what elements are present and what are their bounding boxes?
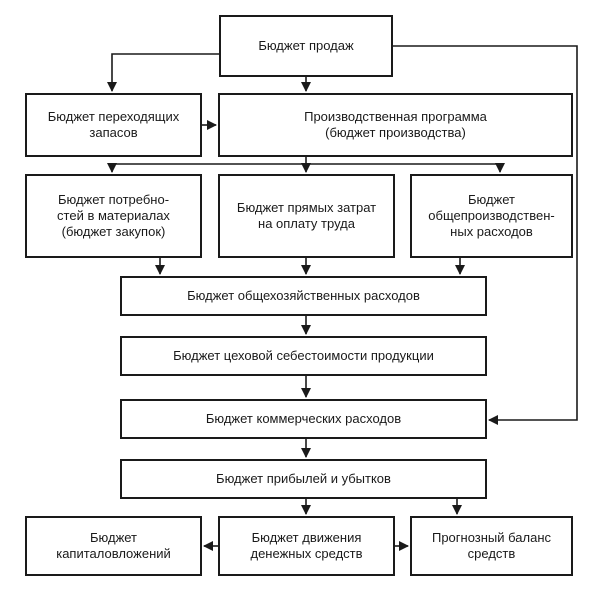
admin-expenses-budget-label: Бюджет общехозяйственных расходов <box>187 288 420 303</box>
commercial-expenses-budget-label: Бюджет коммерческих расходов <box>205 411 402 426</box>
capex-budget-label: Бюджет капиталовложений <box>56 530 171 561</box>
capex-budget-box: Бюджет капиталовложений <box>25 516 202 576</box>
cash-flow-budget-label: Бюджет движения денежных средств <box>250 530 363 561</box>
profit-loss-budget-box: Бюджет прибылей и убытков <box>120 459 487 499</box>
workshop-cost-budget-label: Бюджет цеховой себестоимости продукции <box>173 348 434 363</box>
cash-flow-budget-box: Бюджет движения денежных средств <box>218 516 395 576</box>
arrow-sales-to-stock <box>107 53 219 92</box>
forecast-balance-label: Прогнозный баланс средств <box>431 530 552 561</box>
materials-budget-label: Бюджет потребно- стей в материалах (бюдж… <box>57 192 170 239</box>
materials-budget-box: Бюджет потребно- стей в материалах (бюдж… <box>25 174 202 258</box>
labor-budget-box: Бюджет прямых затрат на оплату труда <box>218 174 395 258</box>
overhead-budget-box: Бюджет общепроизводствен- ных расходов <box>410 174 573 258</box>
production-program-label: Производственная программа (бюджет произ… <box>304 109 487 140</box>
admin-expenses-budget-box: Бюджет общехозяйственных расходов <box>120 276 487 316</box>
sales-budget-box: Бюджет продаж <box>219 15 393 77</box>
profit-loss-budget-label: Бюджет прибылей и убытков <box>216 471 391 486</box>
workshop-cost-budget-box: Бюджет цеховой себестоимости продукции <box>120 336 487 376</box>
sales-budget-label: Бюджет продаж <box>258 38 354 53</box>
production-program-box: Производственная программа (бюджет произ… <box>218 93 573 157</box>
commercial-expenses-budget-box: Бюджет коммерческих расходов <box>120 399 487 439</box>
carryover-stock-budget-box: Бюджет переходящих запасов <box>25 93 202 157</box>
arrow-sales-to-commercial <box>393 45 578 425</box>
forecast-balance-box: Прогнозный баланс средств <box>410 516 573 576</box>
carryover-stock-budget-label: Бюджет переходящих запасов <box>47 109 180 140</box>
overhead-budget-label: Бюджет общепроизводствен- ных расходов <box>428 192 555 239</box>
labor-budget-label: Бюджет прямых затрат на оплату труда <box>236 200 377 231</box>
